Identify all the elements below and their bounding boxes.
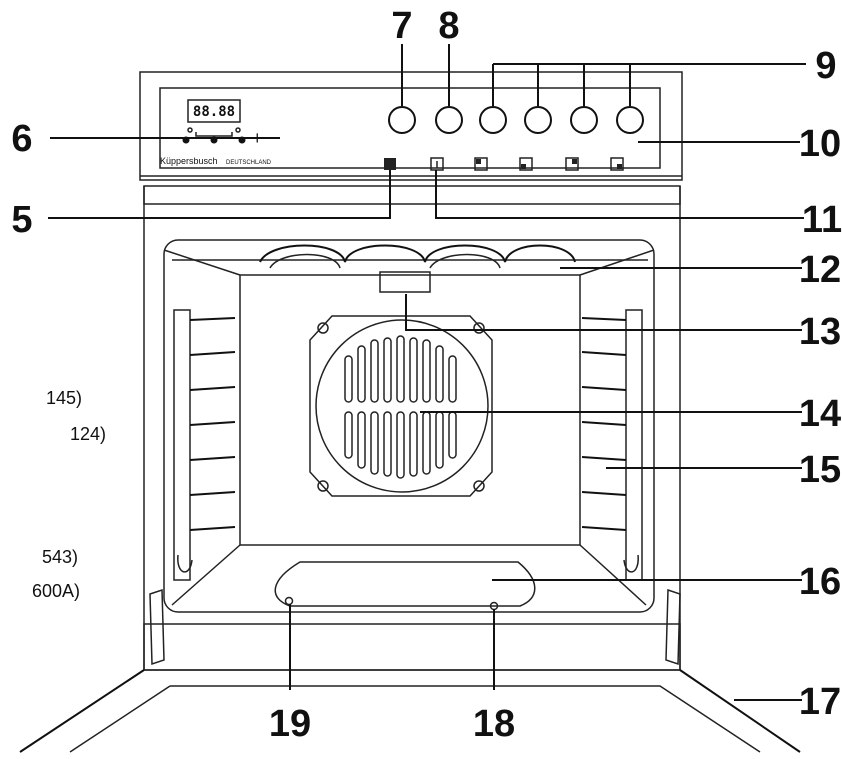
grill-heating-element bbox=[259, 244, 576, 263]
bottom-heating-plate bbox=[274, 561, 536, 607]
side-note: 124) bbox=[70, 424, 106, 444]
fan-grille-slots bbox=[344, 335, 457, 479]
brand-logo: Küppersbusch bbox=[160, 156, 218, 166]
left-shelf-rails bbox=[173, 309, 236, 581]
oven-base-frame bbox=[143, 623, 681, 671]
side-note: 145) bbox=[46, 388, 82, 408]
control-panel-inner bbox=[159, 87, 661, 169]
clock-display-text: 88.88 bbox=[193, 104, 235, 120]
side-note: 600A) bbox=[32, 581, 80, 601]
hotplate-symbol-4-icon bbox=[610, 157, 624, 171]
oven-body bbox=[143, 185, 681, 671]
cavity-back-wall bbox=[239, 274, 581, 546]
hotplate-knob-3[interactable] bbox=[570, 106, 598, 134]
left-door-hinge bbox=[149, 588, 165, 666]
control-panel: 88.88 − + Küppersbusch DEUTSCHLAND bbox=[139, 71, 683, 181]
oven-lamp bbox=[379, 271, 431, 293]
oven-cavity bbox=[163, 239, 655, 613]
callout-15: 15 bbox=[799, 449, 841, 491]
callout-8: 8 bbox=[438, 5, 459, 47]
right-door-hinge bbox=[665, 588, 681, 666]
callout-numbers: 7 8 9 6 10 5 11 12 13 14 15 16 17 18 19 bbox=[11, 5, 842, 745]
top-vent-strip bbox=[143, 185, 681, 205]
hotplate-knob-4[interactable] bbox=[616, 106, 644, 134]
fan-cover-plate bbox=[309, 315, 493, 497]
fan-guard bbox=[315, 319, 489, 493]
callout-9: 9 bbox=[815, 45, 836, 87]
brand-subtitle: DEUTSCHLAND bbox=[226, 160, 272, 166]
hotplate-knob-1[interactable] bbox=[479, 106, 507, 134]
callout-5: 5 bbox=[11, 199, 32, 241]
fan-screw-icon bbox=[473, 322, 485, 334]
button-bracket bbox=[195, 132, 233, 137]
oven-on-indicator-icon bbox=[384, 158, 396, 170]
callout-7: 7 bbox=[391, 5, 412, 47]
oven-door bbox=[19, 669, 801, 753]
clock-display bbox=[187, 99, 241, 123]
callout-18: 18 bbox=[473, 703, 515, 745]
side-notes: 145) 124) 543) 600A) bbox=[32, 388, 106, 601]
callout-17: 17 bbox=[799, 681, 841, 723]
hotplate-symbol-3-icon bbox=[565, 157, 579, 171]
fan-screw-icon bbox=[317, 480, 329, 492]
hotplate-symbol-1-icon bbox=[474, 157, 488, 171]
hotplate-symbol-2-icon bbox=[519, 157, 533, 171]
callout-12: 12 bbox=[799, 249, 841, 291]
clock-symbol-icon bbox=[235, 127, 241, 133]
callout-19: 19 bbox=[269, 703, 311, 745]
function-selector-knob[interactable] bbox=[388, 106, 416, 134]
hotplate-knob-2[interactable] bbox=[524, 106, 552, 134]
side-note: 543) bbox=[42, 547, 78, 567]
right-shelf-rails bbox=[581, 309, 643, 581]
fan-screw-icon bbox=[473, 480, 485, 492]
leader-lines bbox=[48, 44, 806, 701]
callout-14: 14 bbox=[799, 393, 841, 435]
callout-11: 11 bbox=[802, 199, 842, 241]
temperature-knob[interactable] bbox=[435, 106, 463, 134]
fan-screw-icon bbox=[317, 322, 329, 334]
timer-symbol-icon bbox=[187, 127, 193, 133]
callout-10: 10 bbox=[799, 123, 841, 165]
callout-13: 13 bbox=[799, 311, 841, 353]
control-panel-frame bbox=[139, 71, 683, 181]
left-sensor-icon bbox=[284, 596, 294, 606]
callout-6: 6 bbox=[11, 118, 32, 160]
callout-16: 16 bbox=[799, 561, 841, 603]
